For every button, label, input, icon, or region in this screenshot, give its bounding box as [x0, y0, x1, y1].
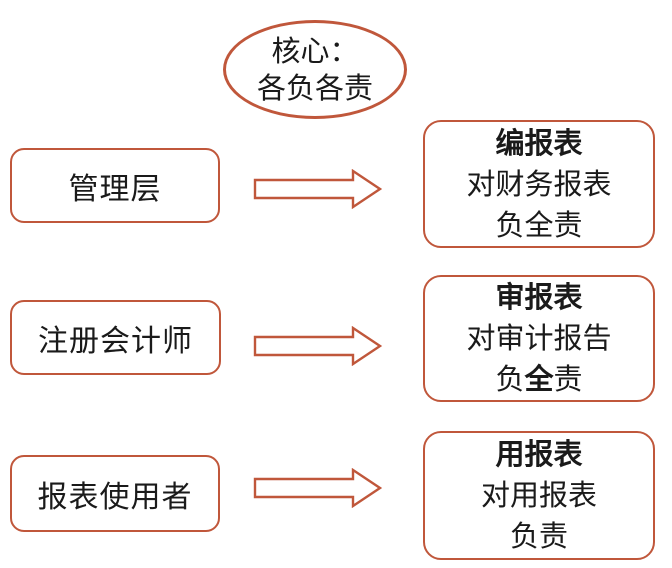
result-title: 审报表 — [495, 280, 583, 314]
result-line3: 负全责 — [495, 207, 583, 242]
right-arrow-icon — [253, 326, 383, 366]
result-box-prepare: 编报表 对财务报表 负全责 — [423, 120, 655, 248]
result-line3-emph: 全 — [524, 362, 554, 396]
result-line2: 对审计报告 — [466, 321, 612, 355]
result-line3: 负责 — [509, 519, 568, 553]
result-line3-pre: 负 — [495, 362, 525, 396]
actor-box-management: 管理层 — [10, 148, 220, 223]
actor-label: 管理层 — [68, 171, 162, 207]
actor-label: 注册会计师 — [38, 323, 193, 359]
result-line2: 对财务报表 — [466, 166, 612, 201]
right-arrow-icon — [253, 169, 383, 209]
core-line1: 核心： — [271, 33, 359, 68]
result-box-use: 用报表 对用报表 负责 — [423, 431, 655, 560]
result-line3-post: 责 — [553, 362, 583, 396]
result-line2: 对用报表 — [480, 478, 597, 512]
core-line2: 各负各责 — [256, 70, 373, 105]
core-ellipse: 核心： 各负各责 — [223, 20, 407, 119]
right-arrow-icon — [253, 468, 383, 508]
actor-box-cpa: 注册会计师 — [10, 300, 221, 375]
result-title: 用报表 — [495, 437, 583, 471]
result-line3: 负全责 — [495, 359, 582, 400]
actor-label: 报表使用者 — [37, 479, 193, 515]
actor-box-users: 报表使用者 — [10, 455, 220, 532]
result-title: 编报表 — [495, 125, 583, 160]
result-box-audit: 审报表 对审计报告 负全责 — [423, 275, 655, 402]
